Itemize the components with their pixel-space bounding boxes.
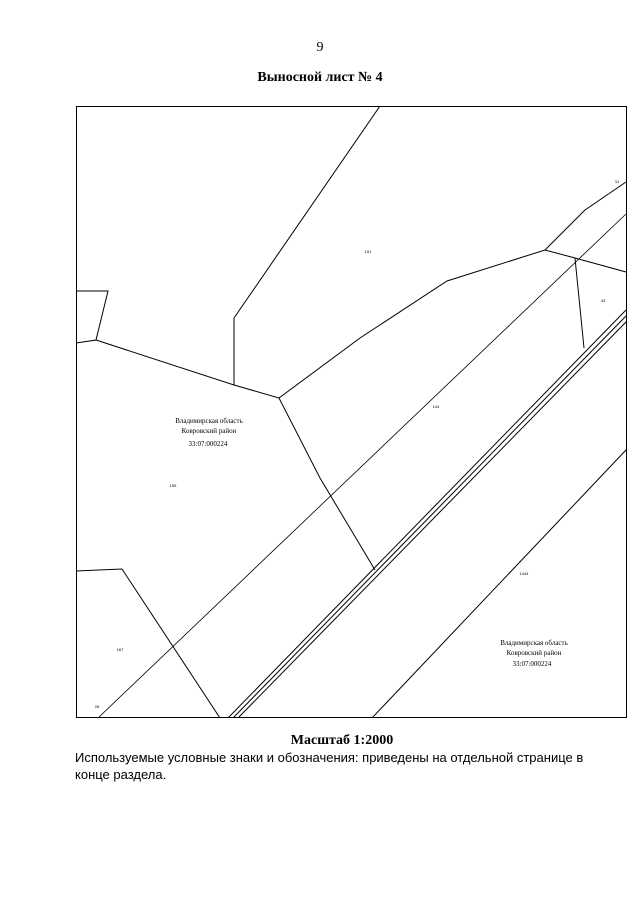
parcel-boundary	[278, 249, 627, 399]
parcel-boundary	[574, 257, 585, 349]
legend-note: Используемые условные знаки и обозначени…	[75, 750, 584, 782]
area-label-line: 33:07:000224	[189, 440, 228, 448]
parcel-boundary	[544, 181, 627, 251]
map-svg: Владимирская область Ковровский район 33…	[76, 106, 627, 718]
parcel-number: 1444	[520, 571, 530, 576]
page-number: 9	[316, 40, 324, 55]
road-edge	[227, 309, 627, 718]
parcel-boundary	[76, 290, 109, 344]
parcel-boundary	[76, 568, 221, 718]
parcel-number: 43	[601, 298, 606, 303]
area-label-line: 33:07:000224	[513, 660, 552, 668]
road-edge	[237, 321, 627, 718]
parcel-number: 26	[95, 704, 100, 709]
map-border	[76, 106, 627, 718]
parcel-number: 31	[615, 179, 620, 184]
parcel-number: 167	[117, 647, 124, 652]
road-edge	[232, 315, 627, 718]
parcel-number: 159	[170, 483, 177, 488]
area-label-line: Ковровский район	[507, 649, 562, 657]
scale-label: Масштаб 1:2000	[290, 733, 394, 748]
parcel-boundary	[233, 106, 381, 385]
sheet-title: Выносной лист № 4	[257, 70, 383, 85]
parcel-boundary	[97, 213, 627, 718]
cadastral-map[interactable]: Владимирская область Ковровский район 33…	[76, 106, 627, 718]
area-label-line: Ковровский район	[182, 427, 237, 435]
parcel-boundary	[371, 449, 627, 718]
area-label-line: Владимирская область	[500, 639, 568, 647]
area-label-line: Владимирская область	[175, 417, 243, 425]
parcel-number: 144	[433, 404, 440, 409]
parcel-number: 151	[365, 249, 372, 254]
